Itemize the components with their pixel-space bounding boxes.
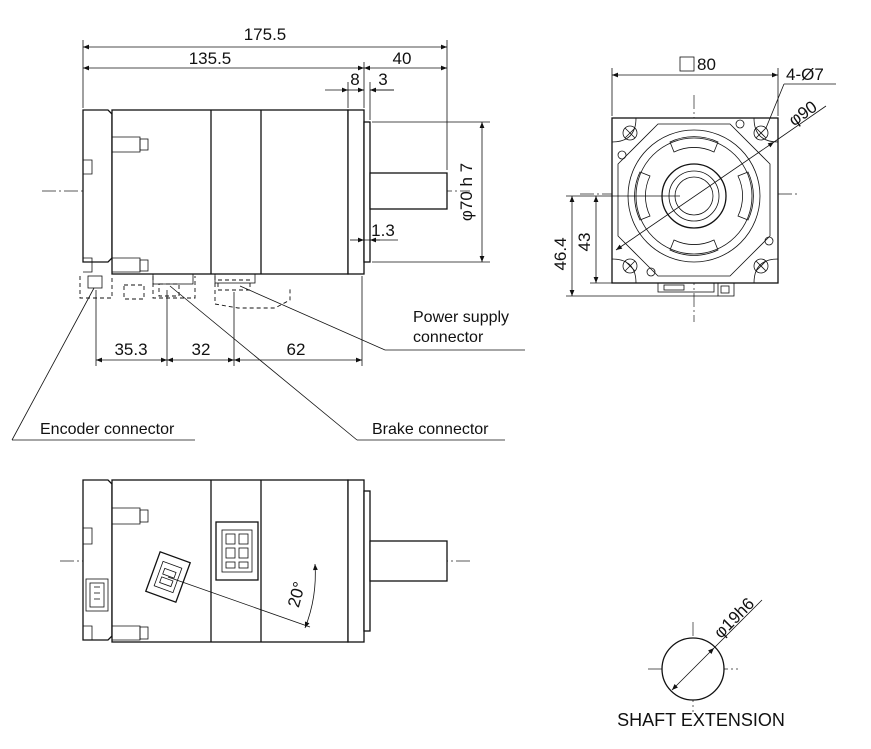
dim-connector-height-a: 46.4: [551, 237, 570, 270]
dim-bolt-circle: φ90: [785, 97, 820, 130]
dim-flange-square: 80: [697, 55, 716, 74]
label-brake-connector: Brake connector: [372, 421, 489, 438]
label-power-supply-line1: Power supply: [413, 309, 509, 326]
dim-overall-length: 175.5: [244, 25, 287, 44]
dim-shaft-diameter: φ19h6: [710, 594, 758, 642]
dim-connector-height-b: 43: [575, 233, 594, 252]
dim-encoder-offset: 35.3: [114, 340, 147, 359]
dim-pilot-diameter: φ70 h 7: [457, 163, 476, 221]
dim-mount-holes: 4-Ø7: [786, 65, 824, 84]
label-encoder-connector: Encoder connector: [40, 421, 175, 438]
label-power-supply-line2: connector: [413, 329, 484, 346]
dim-power-offset: 62: [287, 340, 306, 359]
bottom-view: [60, 479, 470, 643]
label-shaft-extension: SHAFT EXTENSION: [617, 710, 785, 730]
dim-spigot-depth: 3: [378, 70, 387, 89]
side-view: [42, 109, 470, 309]
dim-brake-offset: 32: [192, 340, 211, 359]
dim-shaft-length: 40: [393, 49, 412, 68]
dim-flange-step: 1.3: [371, 221, 395, 240]
dim-body-length: 135.5: [189, 49, 232, 68]
dim-flange-thickness: 8: [350, 70, 359, 89]
shaft-extension-view: [648, 599, 763, 712]
front-view: [580, 95, 800, 322]
